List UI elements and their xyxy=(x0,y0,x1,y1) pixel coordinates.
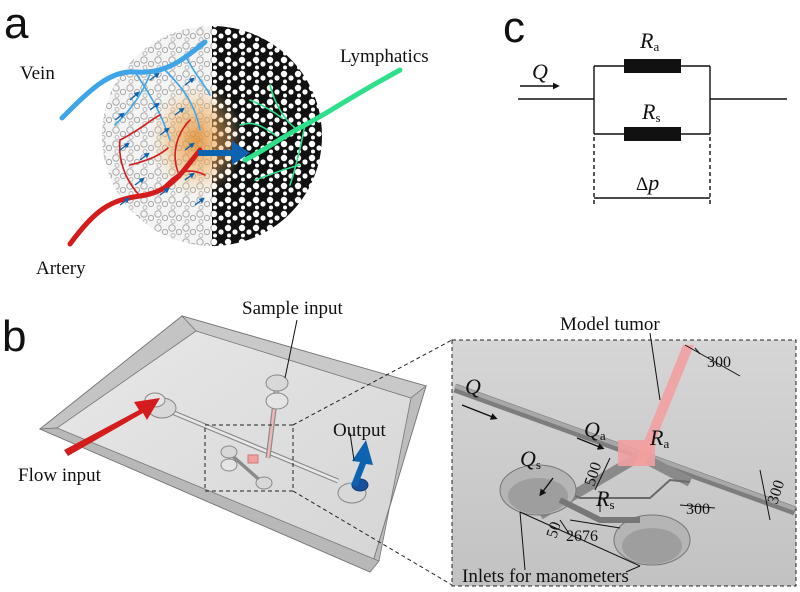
c-ra-label: Ra xyxy=(639,28,659,54)
interstitial-flow-arrows xyxy=(114,72,205,206)
drainage-arrow-icon xyxy=(198,141,250,165)
sample-input-label: Sample input xyxy=(242,298,344,319)
c-rs-label: Rs xyxy=(641,99,661,125)
dim-50: 50 xyxy=(544,520,565,540)
dim-300-mid: 300 xyxy=(686,501,710,518)
dimension-lines xyxy=(519,332,771,573)
tissue-circle xyxy=(102,26,322,246)
zoom-flow-arrows xyxy=(461,404,605,497)
lymphatics-label: Lymphatics xyxy=(340,46,429,67)
panel-c-letter: c xyxy=(503,3,525,52)
dim-2676: 2676 xyxy=(566,528,598,545)
zoom-rs-label: Rs xyxy=(595,486,615,512)
zoom-qa-label: Qa xyxy=(584,417,606,443)
zoom-ra-label: Ra xyxy=(649,425,669,451)
output-label: Output xyxy=(333,420,387,441)
vessel-network xyxy=(59,39,403,247)
output-arrow-icon xyxy=(351,440,373,487)
c-flow-label: Q xyxy=(532,59,548,84)
model-tumor-label: Model tumor xyxy=(560,314,660,335)
dim-500: 500 xyxy=(582,460,606,488)
artery-label: Artery xyxy=(36,258,86,279)
chip-channels xyxy=(144,374,369,504)
model-tumor-channel xyxy=(634,345,694,466)
resistor-rs-icon xyxy=(624,127,681,141)
panel-b-letter: b xyxy=(2,312,26,361)
chip-body xyxy=(38,315,427,573)
vein-label: Vein xyxy=(20,63,55,84)
resistor-ra-icon xyxy=(624,59,681,73)
dim-300-top: 300 xyxy=(707,354,731,371)
dim-300-right: 300 xyxy=(765,478,789,506)
c-pressure-drop-label: Δp xyxy=(636,170,659,195)
flow-input-label: Flow input xyxy=(18,465,102,486)
zoom-region-box xyxy=(204,424,294,492)
zoom-qs-label: Qs xyxy=(520,446,541,472)
flow-input-arrow-icon xyxy=(64,398,160,456)
zoom-q-label: Q xyxy=(465,374,481,399)
panel-a-letter: a xyxy=(4,0,29,48)
zoom-panel xyxy=(451,339,797,587)
circuit xyxy=(518,65,787,204)
inlets-label: Inlets for manometers xyxy=(462,566,629,587)
